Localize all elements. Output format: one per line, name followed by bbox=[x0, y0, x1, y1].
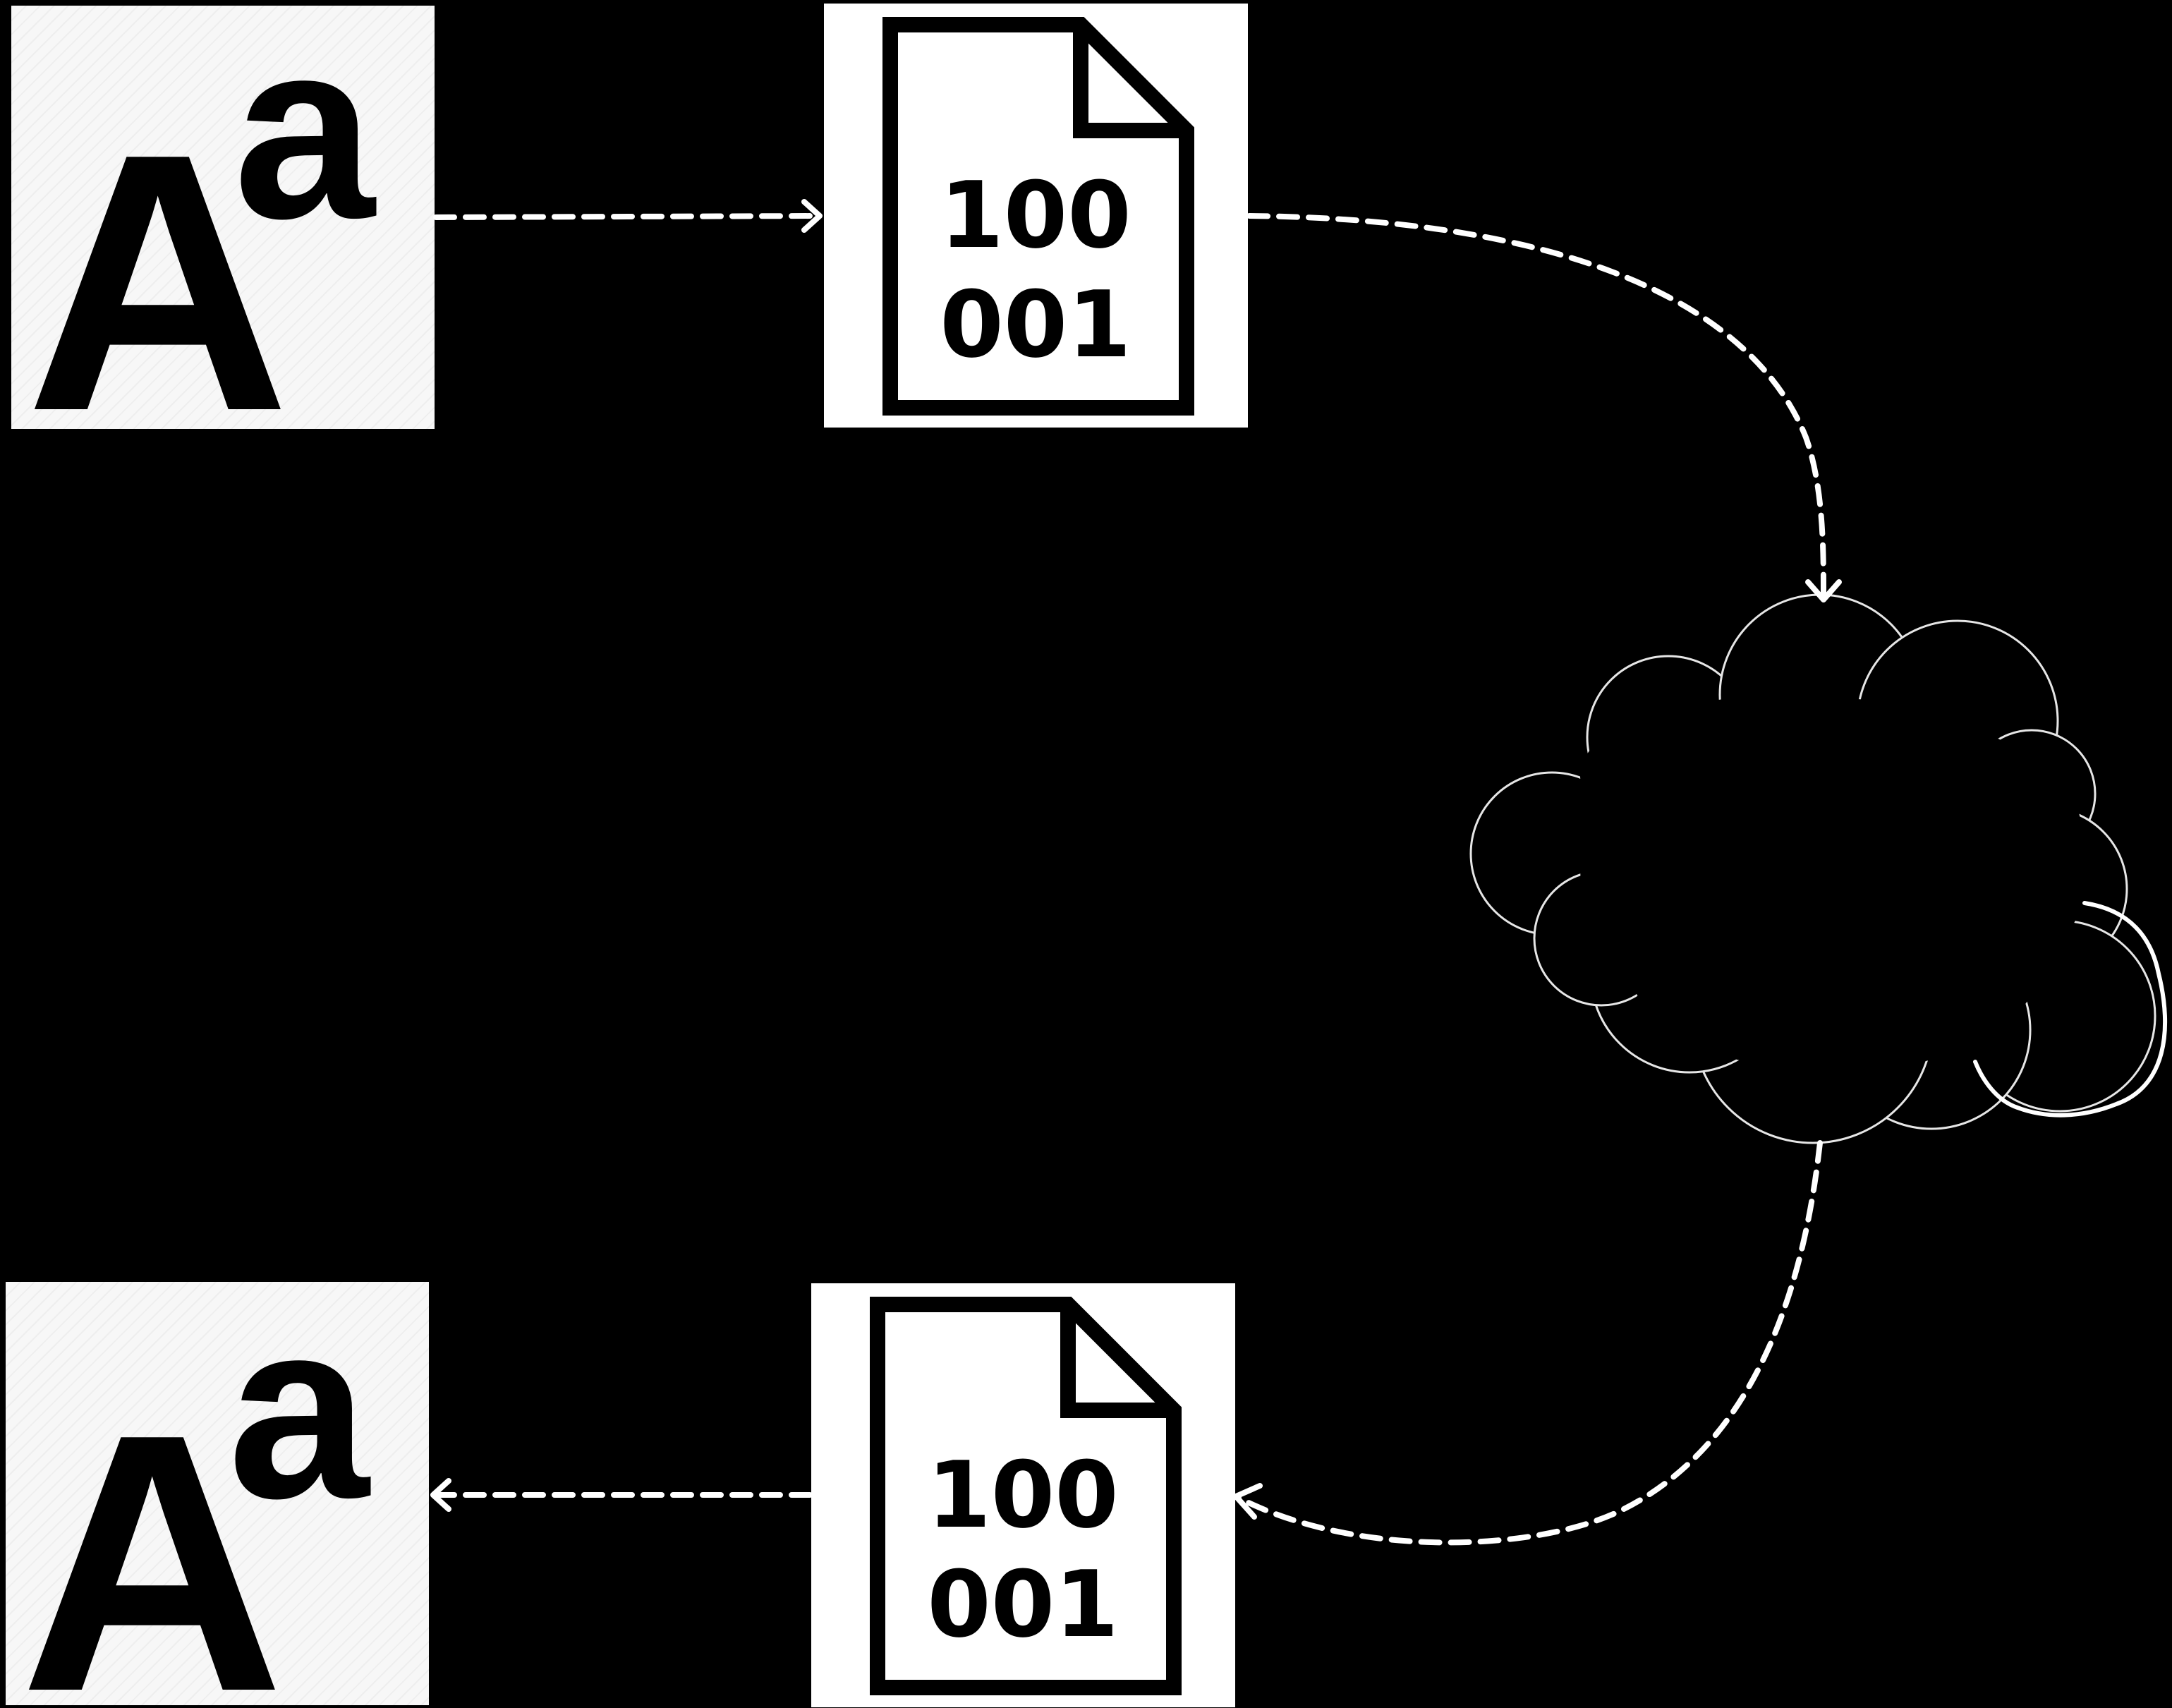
binary-line-1: 100 bbox=[927, 1441, 1118, 1549]
font-source-node: A a bbox=[11, 6, 435, 429]
edge-font-to-file bbox=[433, 199, 823, 233]
font-glyph-upper: A bbox=[25, 78, 291, 429]
cloud-node bbox=[1469, 593, 2168, 1144]
binary-file-icon: 100 001 bbox=[882, 17, 1194, 416]
binary-line-2: 001 bbox=[927, 1551, 1118, 1658]
edge-cloud-to-file bbox=[1233, 1140, 1823, 1546]
edge-file-to-cloud bbox=[1246, 213, 1842, 602]
font-result-node: A a bbox=[6, 1282, 429, 1705]
cloud-icon bbox=[1469, 593, 2168, 1144]
font-icon: A a bbox=[20, 1282, 371, 1705]
font-icon: A a bbox=[25, 6, 377, 429]
font-glyph-lower: a bbox=[228, 1282, 371, 1551]
encoded-file-bottom-node: 100 001 bbox=[811, 1283, 1235, 1707]
binary-file-icon: 100 001 bbox=[870, 1297, 1182, 1695]
encoded-file-top-node: 100 001 bbox=[824, 4, 1248, 428]
binary-line-2: 001 bbox=[940, 271, 1131, 378]
font-glyph-lower: a bbox=[233, 6, 377, 272]
edge-file-to-font bbox=[430, 1478, 813, 1512]
font-glyph-upper: A bbox=[20, 1358, 285, 1705]
binary-line-1: 100 bbox=[940, 162, 1131, 269]
